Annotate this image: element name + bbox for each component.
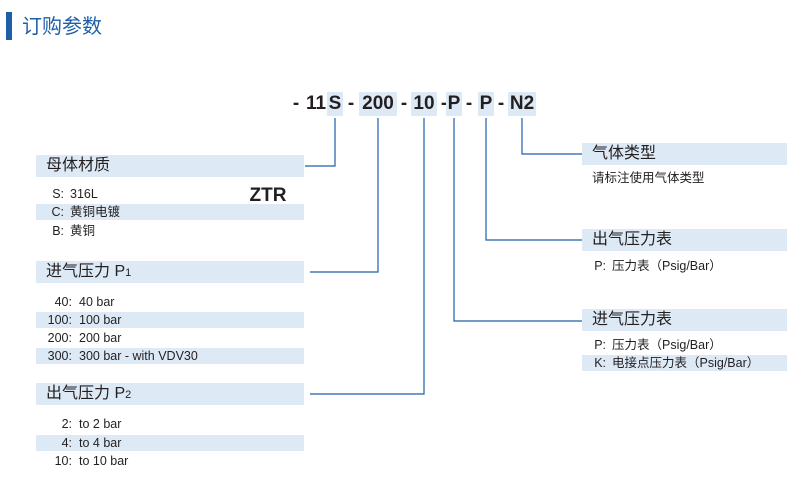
code-dash: -: [292, 93, 300, 114]
gas-type-title: 气体类型: [592, 145, 657, 162]
outlet-gauge-header: 出气压力表: [582, 229, 787, 251]
line-outlet-pressure: [310, 118, 425, 395]
code-outlet-gauge: P: [478, 92, 494, 116]
code-dash: -: [347, 93, 355, 114]
list-item: K: 电接点压力表（Psig/Bar）: [582, 355, 787, 371]
list-item: C: 黄铜电镀: [36, 204, 304, 220]
body-material-title: 母体材质: [46, 157, 111, 174]
code-inlet-pressure: 200: [359, 92, 397, 116]
list-item: 100: 100 bar: [36, 312, 304, 328]
code-dash: -: [400, 93, 408, 114]
list-item: 10: to 10 bar: [54, 454, 129, 468]
list-item: 40: 40 bar: [54, 295, 115, 309]
code-inlet-gauge: P: [446, 92, 462, 116]
outlet-gauge-title: 出气压力表: [592, 231, 673, 248]
code-series: 11: [305, 93, 327, 114]
list-item: P: 压力表（Psig/Bar）: [594, 338, 722, 352]
inlet-gauge-title: 进气压力表: [592, 311, 673, 328]
code-gas-type-sub: 2: [523, 93, 535, 114]
code-outlet-pressure: 10: [411, 92, 437, 116]
body-material-header: 母体材质: [36, 155, 304, 177]
code-prefix: ZTR: [249, 185, 287, 206]
title-accent-bar: [6, 12, 12, 40]
gas-type-header: 气体类型: [582, 143, 787, 165]
outlet-pressure-title-sub: 2: [125, 389, 132, 401]
outlet-pressure-title: 出气压力 P: [46, 385, 126, 402]
inlet-pressure-title: 进气压力 P: [46, 263, 126, 280]
list-item: 300: 300 bar - with VDV30: [36, 348, 304, 364]
list-item: 2: to 2 bar: [61, 417, 122, 431]
inlet-gauge-header: 进气压力表: [582, 309, 787, 331]
list-item: 4: to 4 bar: [36, 435, 304, 451]
code-dash: -: [440, 93, 448, 114]
line-outlet-gauge: [485, 118, 582, 241]
code-gas-type-letter: N: [509, 93, 524, 114]
list-item: B: 黄铜: [52, 224, 96, 238]
line-inlet-pressure: [310, 118, 379, 273]
outlet-pressure-header: 出气压力 P2: [36, 383, 304, 405]
list-item: S: 316L: [52, 187, 98, 201]
gas-type-note: 请标注使用气体类型: [592, 171, 705, 185]
page-title: 订购参数: [22, 16, 102, 38]
code-dash: -: [465, 93, 473, 114]
list-item: P: 压力表（Psig/Bar）: [594, 259, 722, 273]
line-gas-type: [521, 118, 582, 155]
line-inlet-gauge: [453, 118, 582, 322]
inlet-pressure-header: 进气压力 P1: [36, 261, 304, 283]
code-gas-type: N2: [508, 92, 536, 116]
line-material: [305, 118, 336, 167]
list-item: 200: 200 bar: [47, 331, 122, 345]
code-material: S: [327, 92, 343, 116]
inlet-pressure-title-sub: 1: [125, 267, 132, 279]
code-dash: -: [497, 93, 505, 114]
